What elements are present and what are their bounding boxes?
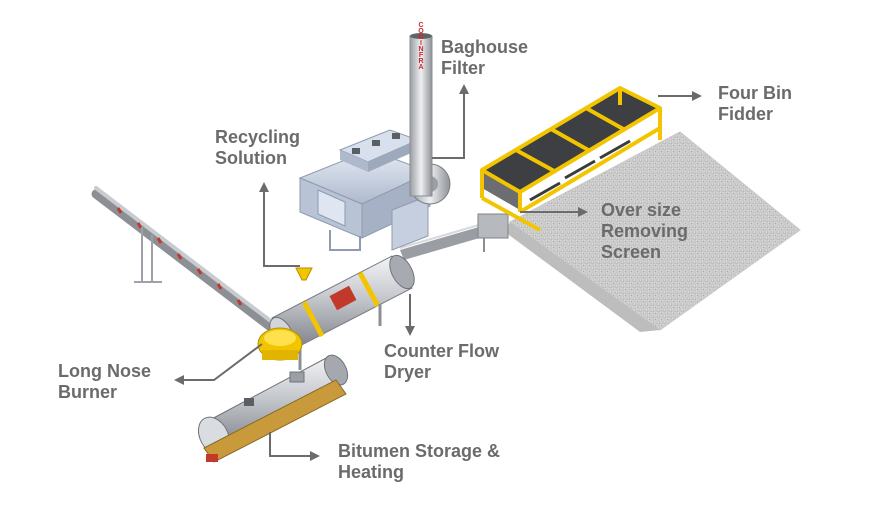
aggregate-pile (505, 131, 801, 332)
label-recycling-solution: Recycling Solution (215, 127, 301, 168)
label-long-nose-burner: Long Nose Burner (58, 361, 151, 402)
feed-conveyor (399, 213, 509, 260)
leader-over-size (520, 207, 588, 217)
inclined-belt-conveyor (91, 186, 277, 333)
label-over-size-screen: Over size Removing Screen (601, 200, 689, 262)
chimney-stack-text: CONINFRA (417, 22, 424, 70)
long-nose-burner (257, 327, 303, 361)
leader-long-nose (174, 343, 263, 385)
leader-counter-flow (405, 294, 415, 336)
bitumen-storage-tank (197, 354, 349, 463)
leader-recycling (259, 182, 300, 267)
chimney-stack: CONINFRA (409, 22, 433, 197)
leader-bitumen (269, 432, 320, 461)
four-bin-feeder (480, 86, 662, 232)
label-counter-flow-dryer: Counter Flow Dryer (384, 341, 499, 382)
leader-lines (174, 84, 702, 461)
leader-four-bin (658, 91, 702, 101)
label-four-bin-feeder: Four Bin Fidder (718, 83, 792, 124)
label-baghouse-filter: Baghouse Filter (441, 37, 529, 78)
leader-baghouse (432, 84, 469, 159)
label-bitumen-storage: Bitumen Storage & Heating (338, 441, 501, 482)
